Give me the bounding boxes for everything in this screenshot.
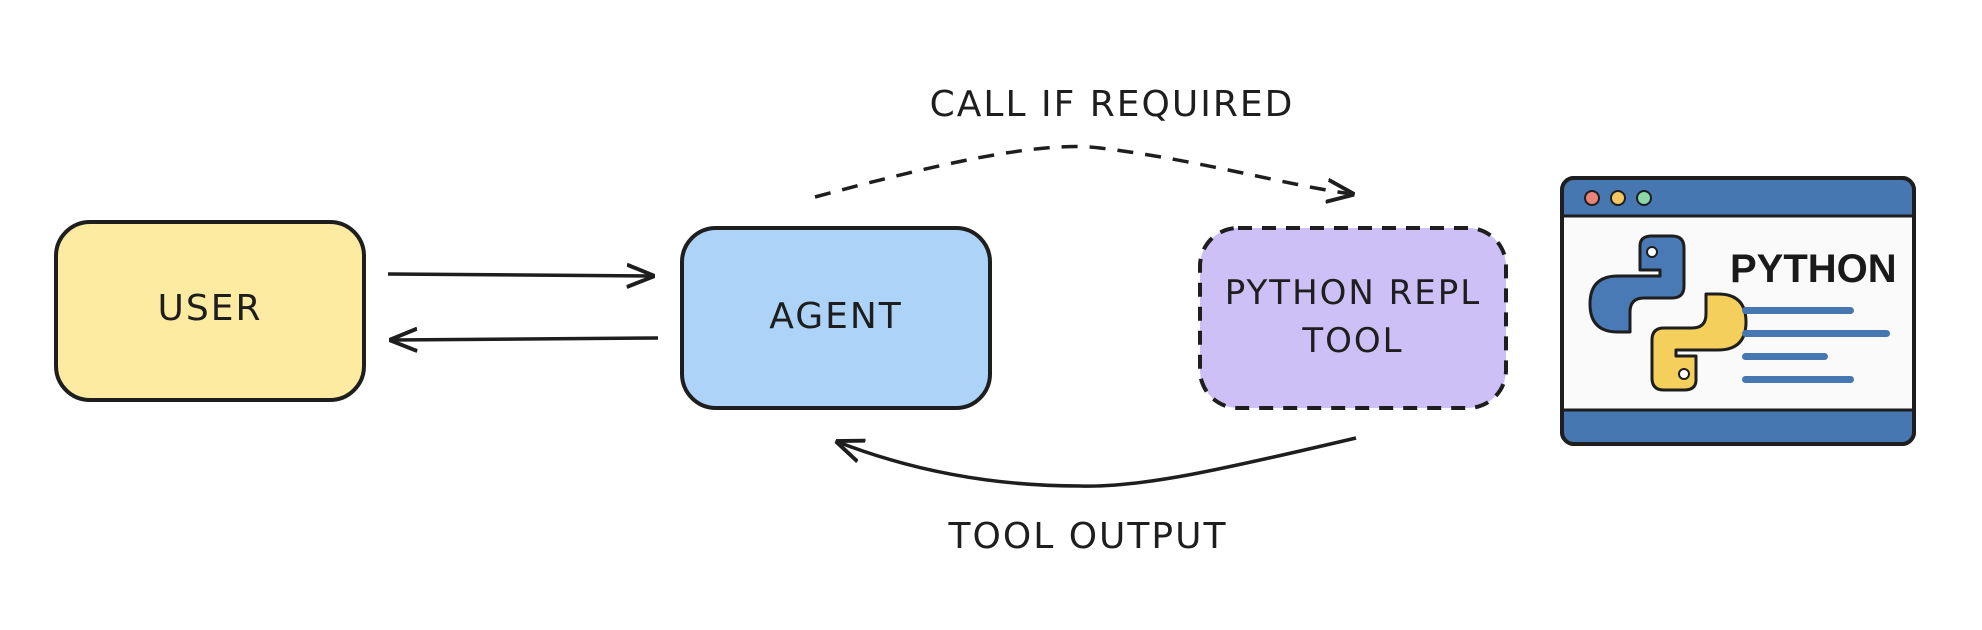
tool-output-arrow [838, 436, 1357, 488]
tool-label-line1: PYTHON REPL [1225, 273, 1481, 313]
call-arrow [814, 144, 1352, 197]
user-to-agent-arrow [387, 274, 652, 276]
call-if-required-label: CALL IF REQUIRED [930, 84, 1295, 125]
window-dot-yellow [1610, 190, 1626, 206]
python-logo-icon [1588, 234, 1748, 392]
agent-to-user-arrow [392, 338, 659, 340]
user-node: USER [54, 220, 366, 402]
python-title: PYTHON [1730, 247, 1897, 291]
window-dot-green [1636, 190, 1652, 206]
tool-label-line2: TOOL [1301, 321, 1403, 361]
code-line-1 [1742, 307, 1854, 314]
python-repl-tool-node: PYTHON REPL TOOL [1198, 226, 1508, 410]
agent-node: AGENT [680, 226, 992, 410]
window-header [1564, 180, 1912, 216]
code-line-2 [1742, 330, 1890, 337]
window-footer [1564, 410, 1912, 442]
user-box [54, 220, 366, 402]
logo-eye-bottom [1678, 368, 1690, 380]
agent-label: AGENT [769, 296, 903, 337]
window-outline [1560, 176, 1916, 446]
logo-eye-top [1646, 246, 1658, 258]
logo-blue-snake [1588, 234, 1686, 334]
agent-box [680, 226, 992, 410]
user-label: USER [158, 288, 263, 329]
window-dot-red [1584, 190, 1600, 206]
python-window: PYTHON [1560, 176, 1916, 446]
code-line-3 [1742, 353, 1828, 360]
code-line-4 [1742, 376, 1854, 383]
tool-box [1198, 226, 1508, 410]
tool-output-label: TOOL OUTPUT [948, 516, 1228, 557]
